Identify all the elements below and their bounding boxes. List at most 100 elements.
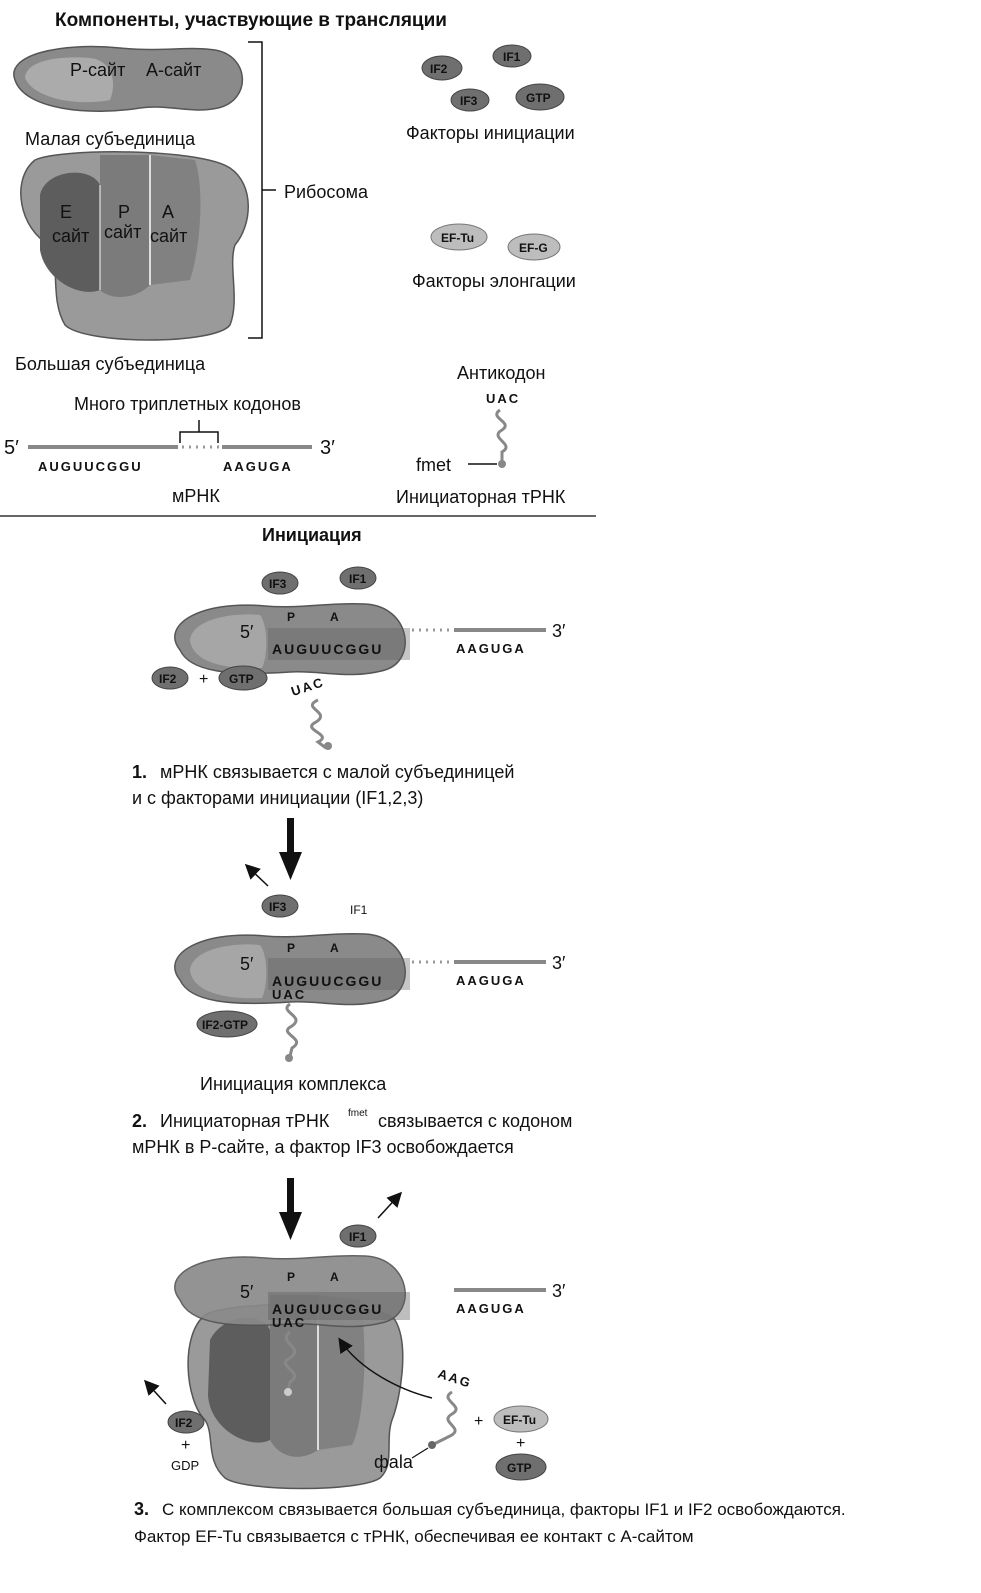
step1-if2-icon: IF2 [151, 666, 189, 690]
step1-a-label: A [330, 610, 339, 624]
initiator-trna-label: Инициаторная тРНК [396, 487, 566, 507]
large-p-site-letter: Р [118, 202, 130, 222]
if2-factor-icon: IF2 [421, 55, 463, 81]
step2-if2-gtp-icon: IF2-GTP [196, 1010, 258, 1038]
step3-diagram: IF1 P A 5′ AUGUUCGGU UAC 3′ AAGUGA AAG [143, 1191, 566, 1490]
large-e-site-word: сайт [52, 226, 89, 246]
svg-text:IF1: IF1 [349, 1230, 367, 1244]
mrna-three-prime: 3′ [320, 437, 335, 459]
svg-text:GTP: GTP [229, 672, 254, 686]
step1-caption-line1: мРНК связывается с малой субъединицей [160, 762, 514, 782]
step3-if1-icon: IF1 [339, 1224, 377, 1248]
step1-diagram: IF3 IF1 P A 5′ AUGUUCGGU 3′ AAGUGA IF2 +… [151, 566, 566, 750]
codons-label: Много триплетных кодонов [74, 394, 301, 414]
small-subunit: Р-сайт А-сайт [13, 45, 244, 112]
step-arrow-1 [279, 818, 302, 880]
large-a-site-letter: А [162, 202, 174, 222]
ribosome-label: Рибосома [284, 182, 369, 202]
step1-seq-right: AAGUGA [456, 641, 526, 656]
ef-tu-icon: EF-Tu [430, 223, 488, 251]
step3-five-prime: 5′ [240, 1282, 254, 1302]
step3-seq: AUGUUCGGU [272, 1301, 383, 1317]
codons-bracket [179, 420, 219, 443]
step3-if2-icon: IF2 [167, 1410, 205, 1434]
large-subunit: Е сайт Р сайт А сайт [20, 151, 249, 341]
step3-anticodon: UAC [272, 1315, 306, 1330]
large-a-site-word: сайт [150, 226, 187, 246]
step3-p-label: P [287, 1270, 295, 1284]
step1-if3-icon: IF3 [261, 571, 299, 595]
svg-text:GTP: GTP [526, 91, 551, 105]
step3-number: 3. [134, 1499, 149, 1519]
step2-five-prime: 5′ [240, 954, 254, 974]
svg-text:IF1: IF1 [349, 572, 367, 586]
step2-caption-line1-a: Инициаторная тРНК [160, 1111, 330, 1131]
if3-factor-icon: IF3 [450, 88, 490, 112]
initiator-trna-icon [468, 408, 508, 468]
step3-caption-line1: С комплексом связывается большая субъеди… [162, 1500, 846, 1519]
if1-factor-icon: IF1 [492, 44, 532, 68]
fmet-label: fmet [416, 455, 451, 475]
step3-seq-right: AAGUGA [456, 1301, 526, 1316]
svg-text:IF3: IF3 [460, 94, 478, 108]
step3-fala: фala [374, 1452, 414, 1472]
step3-gdp: GDP [171, 1458, 199, 1473]
step1-if1-icon: IF1 [339, 566, 377, 590]
step2-p-label: P [287, 941, 295, 955]
svg-text:IF2: IF2 [430, 62, 448, 76]
step3-ef-tu-icon: EF-Tu [493, 1405, 549, 1433]
svg-text:IF3: IF3 [269, 900, 287, 914]
step2-three-prime: 3′ [552, 953, 566, 973]
large-p-site-word: сайт [104, 222, 141, 242]
step1-plus: + [199, 671, 208, 688]
ef-g-icon: EF-G [507, 233, 561, 261]
components-title: Компоненты, участвующие в трансляции [55, 10, 447, 31]
step-arrow-2 [279, 1178, 302, 1240]
mrna-seq-right: AAGUGA [223, 459, 293, 474]
step2-if3-icon: IF3 [261, 894, 299, 918]
step1-seq: AUGUUCGGU [272, 641, 383, 657]
step1-number: 1. [132, 762, 147, 782]
step3-plus-gtp: + [516, 1435, 525, 1452]
elongation-factors-label: Факторы элонгации [412, 271, 576, 291]
svg-text:EF-G: EF-G [519, 241, 548, 255]
elongation-factor-icons: EF-Tu EF-G [430, 223, 561, 261]
step3-a-label: A [330, 1270, 339, 1284]
step2-trna-icon [285, 1002, 299, 1062]
step1-three-prime: 3′ [552, 621, 566, 641]
step2-complex-label: Инициация комплекса [200, 1074, 387, 1094]
step1-p-label: P [287, 610, 295, 624]
initiation-factor-icons: IF2 IF1 IF3 GTP [421, 44, 565, 112]
svg-text:EF-Tu: EF-Tu [441, 231, 474, 245]
step2-seq-right: AAGUGA [456, 973, 526, 988]
step2-a-label: A [330, 941, 339, 955]
step2-diagram: IF3 IF1 P A 5′ AUGUUCGGU UAC 3′ AAGUGA I… [174, 863, 566, 1062]
step3-incoming-trna-icon [411, 1390, 458, 1459]
step3-aag: AAG [436, 1366, 474, 1391]
initiation-title: Инициация [262, 525, 362, 545]
step1-caption-line2: и с факторами инициации (IF1,2,3) [132, 788, 423, 808]
step2-if1-label: IF1 [350, 903, 368, 917]
svg-text:IF1: IF1 [503, 50, 521, 64]
step1-gtp-icon: GTP [218, 665, 268, 691]
step3-plus-gdp: + [181, 1437, 190, 1454]
large-subunit-label: Большая субъединица [15, 354, 206, 374]
step1-five-prime: 5′ [240, 622, 254, 642]
step2-anticodon: UAC [272, 987, 306, 1002]
step3-caption-line2: Фактор EF-Tu связывается с тРНК, обеспеч… [134, 1527, 694, 1546]
svg-text:IF2: IF2 [175, 1416, 193, 1430]
step3-bound-trna-icon [283, 1330, 297, 1396]
step3-three-prime: 3′ [552, 1281, 566, 1301]
step2-caption-line2: мРНК в Р-сайте, а фактор IF3 освобождает… [132, 1137, 514, 1157]
svg-text:GTP: GTP [507, 1461, 532, 1475]
small-a-site-label: А-сайт [146, 60, 201, 80]
ribosome-bracket [248, 41, 276, 339]
step3-plus-trna: + [474, 1413, 483, 1430]
svg-text:IF2-GTP: IF2-GTP [202, 1018, 248, 1032]
step2-caption-sup: fmet [348, 1108, 368, 1119]
step2-seq: AUGUUCGGU [272, 973, 383, 989]
svg-text:IF2: IF2 [159, 672, 177, 686]
svg-text:IF3: IF3 [269, 577, 287, 591]
mrna-label: мРНК [172, 486, 220, 506]
